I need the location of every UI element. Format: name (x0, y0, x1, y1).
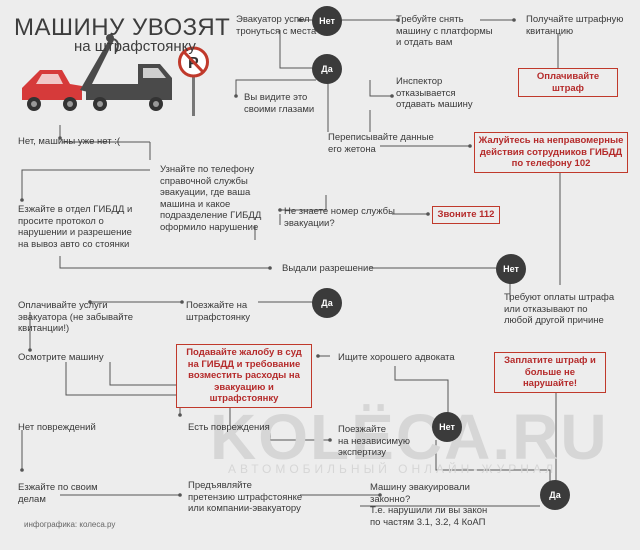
outcome-complain-102: Жалуйтесь на неправомерные действия сотр… (474, 132, 628, 173)
node-go-gibdd: Езжайте в отдел ГИБДД и просите протокол… (18, 204, 133, 250)
node-claim: Предъявляйте претензию штрафстоянке или … (188, 480, 303, 514)
footer-credit: инфографика: колеса.ру (24, 520, 116, 529)
node-rewrite-badge: Переписывайте данные его жетона (328, 132, 434, 155)
node-no-damage: Нет повреждений (18, 422, 96, 433)
outcome-pay-and-stop: Заплатите штраф и больше не нарушайте! (494, 352, 606, 393)
node-car-gone: Нет, машины уже нет :( (18, 136, 121, 147)
node-no-number: Не знаете номер службы эвакуации? (284, 206, 395, 229)
page-title: МАШИНУ УВОЗЯТ (14, 14, 231, 41)
decision-no-badge: Нет (312, 6, 342, 36)
node-inspect-car: Осмотрите машину (18, 352, 104, 363)
decision-no-badge: Нет (496, 254, 526, 284)
node-go-home: Езжайте по своим делам (18, 482, 98, 505)
node-demand-pay: Требуют оплаты штрафа или отказывают по … (504, 292, 615, 326)
node-legal-question: Машину эвакуировали законно? Т.е. наруши… (370, 482, 488, 528)
outcome-court-complaint: Подавайте жалобу в суд на ГИБДД и требов… (176, 344, 312, 408)
watermark-tagline: АВТОМОБИЛЬНЫЙ ОНЛАЙН-ЖУРНАЛ (228, 462, 558, 476)
node-evac-started: Эвакуатор успел тронуться с места (236, 14, 317, 37)
decision-yes-badge: Да (312, 54, 342, 84)
watermark-logo: KOLЁCA.RU (210, 401, 609, 473)
node-find-lawyer: Ищите хорошего адвоката (338, 352, 455, 363)
decision-yes-badge: Да (540, 480, 570, 510)
decision-no-badge: Нет (432, 412, 462, 442)
node-pay-services: Оплачивайте услуги эвакуатора (не забыва… (18, 300, 134, 334)
node-see-eyes: Вы видите это своими глазами (244, 92, 315, 115)
outcome-call-112: Звоните 112 (432, 206, 500, 224)
red-car-icon (22, 70, 82, 111)
node-find-phone: Узнайте по телефону справочной службы эв… (160, 164, 262, 233)
decision-yes-badge: Да (312, 288, 342, 318)
node-go-parking: Поезжайте на штрафстоянку (186, 300, 251, 323)
node-expertise: Поезжайте на независимую экспертизу (338, 424, 411, 458)
page-subtitle: на штрафстоянку (74, 38, 196, 55)
node-get-receipt: Получайте штрафную квитанцию (526, 14, 624, 37)
no-parking-sign-icon: P (178, 46, 209, 116)
node-damage: Есть повреждения (188, 422, 270, 433)
node-release-car: Требуйте снять машину с платформы и отда… (396, 14, 493, 48)
node-inspector-refuses: Инспектор отказывается отдавать машину (396, 76, 473, 110)
tow-truck-icon (80, 34, 172, 111)
node-got-permission: Выдали разрешение (282, 263, 374, 274)
outcome-pay-fine: Оплачивайте штраф (518, 68, 618, 97)
